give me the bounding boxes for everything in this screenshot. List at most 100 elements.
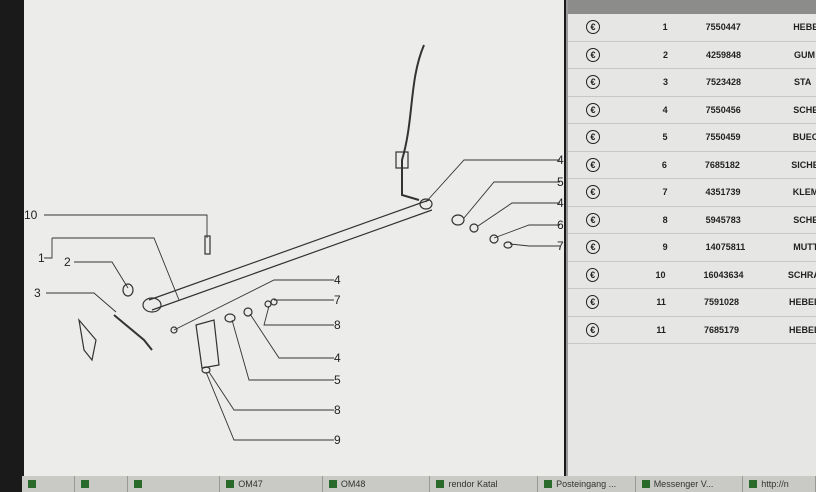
position-cell: 5	[662, 132, 668, 143]
table-row[interactable]: € 9 14075811 MUTT	[568, 234, 816, 262]
description-cell: SCHE	[793, 214, 816, 225]
table-row[interactable]: € 4 7550456 SCHE	[568, 97, 816, 124]
callout-label: 4	[557, 153, 564, 167]
euro-icon[interactable]: €	[586, 157, 600, 172]
taskbar-item[interactable]: Posteingang ...	[538, 476, 636, 492]
callout-label: 5	[557, 175, 564, 189]
part-number-cell: 7550459	[705, 132, 741, 143]
description-cell: KLEM	[792, 187, 816, 198]
exploded-parts-diagram: 10 1 2 3 4 4 5 4 6 7 7 8 4 5 8 9	[24, 0, 564, 476]
table-row[interactable]: € 7 4351739 KLEM	[568, 179, 816, 207]
taskbar-item[interactable]	[22, 476, 75, 492]
app-icon	[226, 480, 235, 488]
table-row[interactable]: € 8 5945783 SCHE	[568, 207, 816, 234]
taskbar: OM47 OM48 rendor Katal Posteingang ... Messe…	[22, 476, 816, 492]
part-number-cell: 7685179	[703, 324, 739, 335]
parts-list-panel: € 1 7550447 HEBE€ 2 4259848 GUM€ 3 75234…	[566, 0, 816, 476]
taskbar-item-label: OM47	[238, 479, 263, 489]
app-icon	[328, 480, 337, 488]
table-row[interactable]: € 1 7550447 HEBE	[568, 14, 816, 42]
table-row[interactable]: € 2 4259848 GUM	[568, 42, 816, 69]
euro-icon[interactable]: €	[586, 75, 600, 90]
description-cell: HEBE	[793, 22, 816, 33]
taskbar-item-label: rendor Katal	[448, 479, 498, 489]
part-number-cell: 5945783	[705, 214, 741, 225]
position-cell: 3	[662, 77, 668, 88]
part-number-cell: 7550456	[705, 104, 741, 115]
euro-icon[interactable]: €	[586, 322, 600, 337]
diagram-drawing: 10 1 2 3 4 4 5 4 6 7 7 8 4 5 8 9	[24, 44, 564, 447]
app-icon	[133, 480, 142, 488]
callout-label: 4	[334, 351, 341, 365]
callout-label: 4	[334, 273, 341, 287]
part-number-cell: 7591028	[703, 297, 739, 308]
description-cell: STA	[794, 77, 812, 88]
taskbar-item[interactable]: rendor Katal	[430, 476, 539, 492]
callout-label: 5	[334, 373, 341, 387]
position-cell: 4	[662, 104, 668, 115]
taskbar-item[interactable]	[128, 476, 221, 492]
taskbar-item[interactable]	[75, 476, 128, 492]
position-cell: 8	[662, 214, 668, 225]
euro-icon[interactable]: €	[586, 212, 600, 227]
app-icon	[544, 480, 553, 488]
position-cell: 11	[656, 297, 666, 308]
description-cell: MUTT	[793, 242, 816, 253]
callout-label: 9	[334, 433, 341, 447]
callout-label: 3	[34, 286, 41, 300]
shift-lever-part	[401, 44, 425, 201]
position-cell: 11	[656, 324, 666, 335]
callout-label: 10	[24, 208, 38, 222]
table-row[interactable]: € 5 7550459 BUEC	[568, 124, 816, 152]
table-row[interactable]: € 6 7685182 SICHE	[568, 152, 816, 179]
euro-icon[interactable]: €	[586, 240, 600, 255]
euro-icon[interactable]: €	[586, 102, 600, 117]
position-cell: 6	[661, 159, 667, 170]
euro-icon[interactable]: €	[586, 130, 600, 145]
description-cell: HEBEL	[788, 297, 816, 308]
callout-label: 6	[557, 218, 564, 232]
position-cell: 2	[662, 49, 668, 60]
lever-end-part	[142, 297, 162, 313]
part-number-cell: 16043634	[703, 269, 744, 280]
app-icon	[28, 480, 36, 488]
app-icon	[436, 480, 445, 488]
taskbar-item-label: Messenger V...	[653, 479, 714, 489]
taskbar-item[interactable]: Messenger V...	[636, 476, 744, 492]
description-cell: SCHRA	[787, 269, 816, 280]
description-cell: SICHE	[791, 159, 816, 170]
app-icon	[80, 480, 89, 488]
position-cell: 7	[662, 187, 668, 198]
euro-icon[interactable]: €	[586, 185, 600, 200]
description-cell: SCHE	[793, 104, 816, 115]
taskbar-item-label: OM48	[340, 479, 366, 489]
taskbar-item[interactable]: OM48	[323, 476, 431, 492]
euro-icon[interactable]: €	[586, 267, 600, 282]
app-icon	[749, 480, 758, 488]
euro-icon[interactable]: €	[586, 47, 600, 62]
part-number-cell: 7523428	[706, 77, 742, 88]
description-cell: GUM	[794, 49, 815, 60]
app-icon	[641, 480, 650, 488]
callout-label: 7	[334, 293, 341, 307]
table-row[interactable]: € 10 16043634 SCHRA	[568, 262, 816, 289]
table-row[interactable]: € 3 7523428 STA	[568, 69, 816, 97]
taskbar-item[interactable]: OM47	[220, 476, 323, 492]
taskbar-item[interactable]: http://n	[743, 476, 816, 492]
callout-label: 1	[38, 251, 45, 265]
part-number-cell: 4351739	[705, 187, 741, 198]
euro-icon[interactable]: €	[586, 20, 600, 35]
euro-icon[interactable]: €	[586, 295, 600, 310]
description-cell: HEBEL	[788, 324, 816, 335]
description-cell: BUEC	[792, 132, 816, 143]
callout-label: 4	[557, 196, 564, 210]
callout-label: 8	[334, 403, 341, 417]
callout-label: 2	[64, 255, 71, 269]
table-row[interactable]: € 11 7591028 HEBEL	[568, 289, 816, 317]
rod-part	[148, 199, 433, 311]
table-row[interactable]: € 11 7685179 HEBEL	[568, 317, 816, 344]
panel-header	[568, 0, 816, 14]
part-number-cell: 7550447	[705, 22, 741, 33]
lever-boot-part	[395, 151, 409, 169]
position-cell: 9	[662, 242, 668, 253]
